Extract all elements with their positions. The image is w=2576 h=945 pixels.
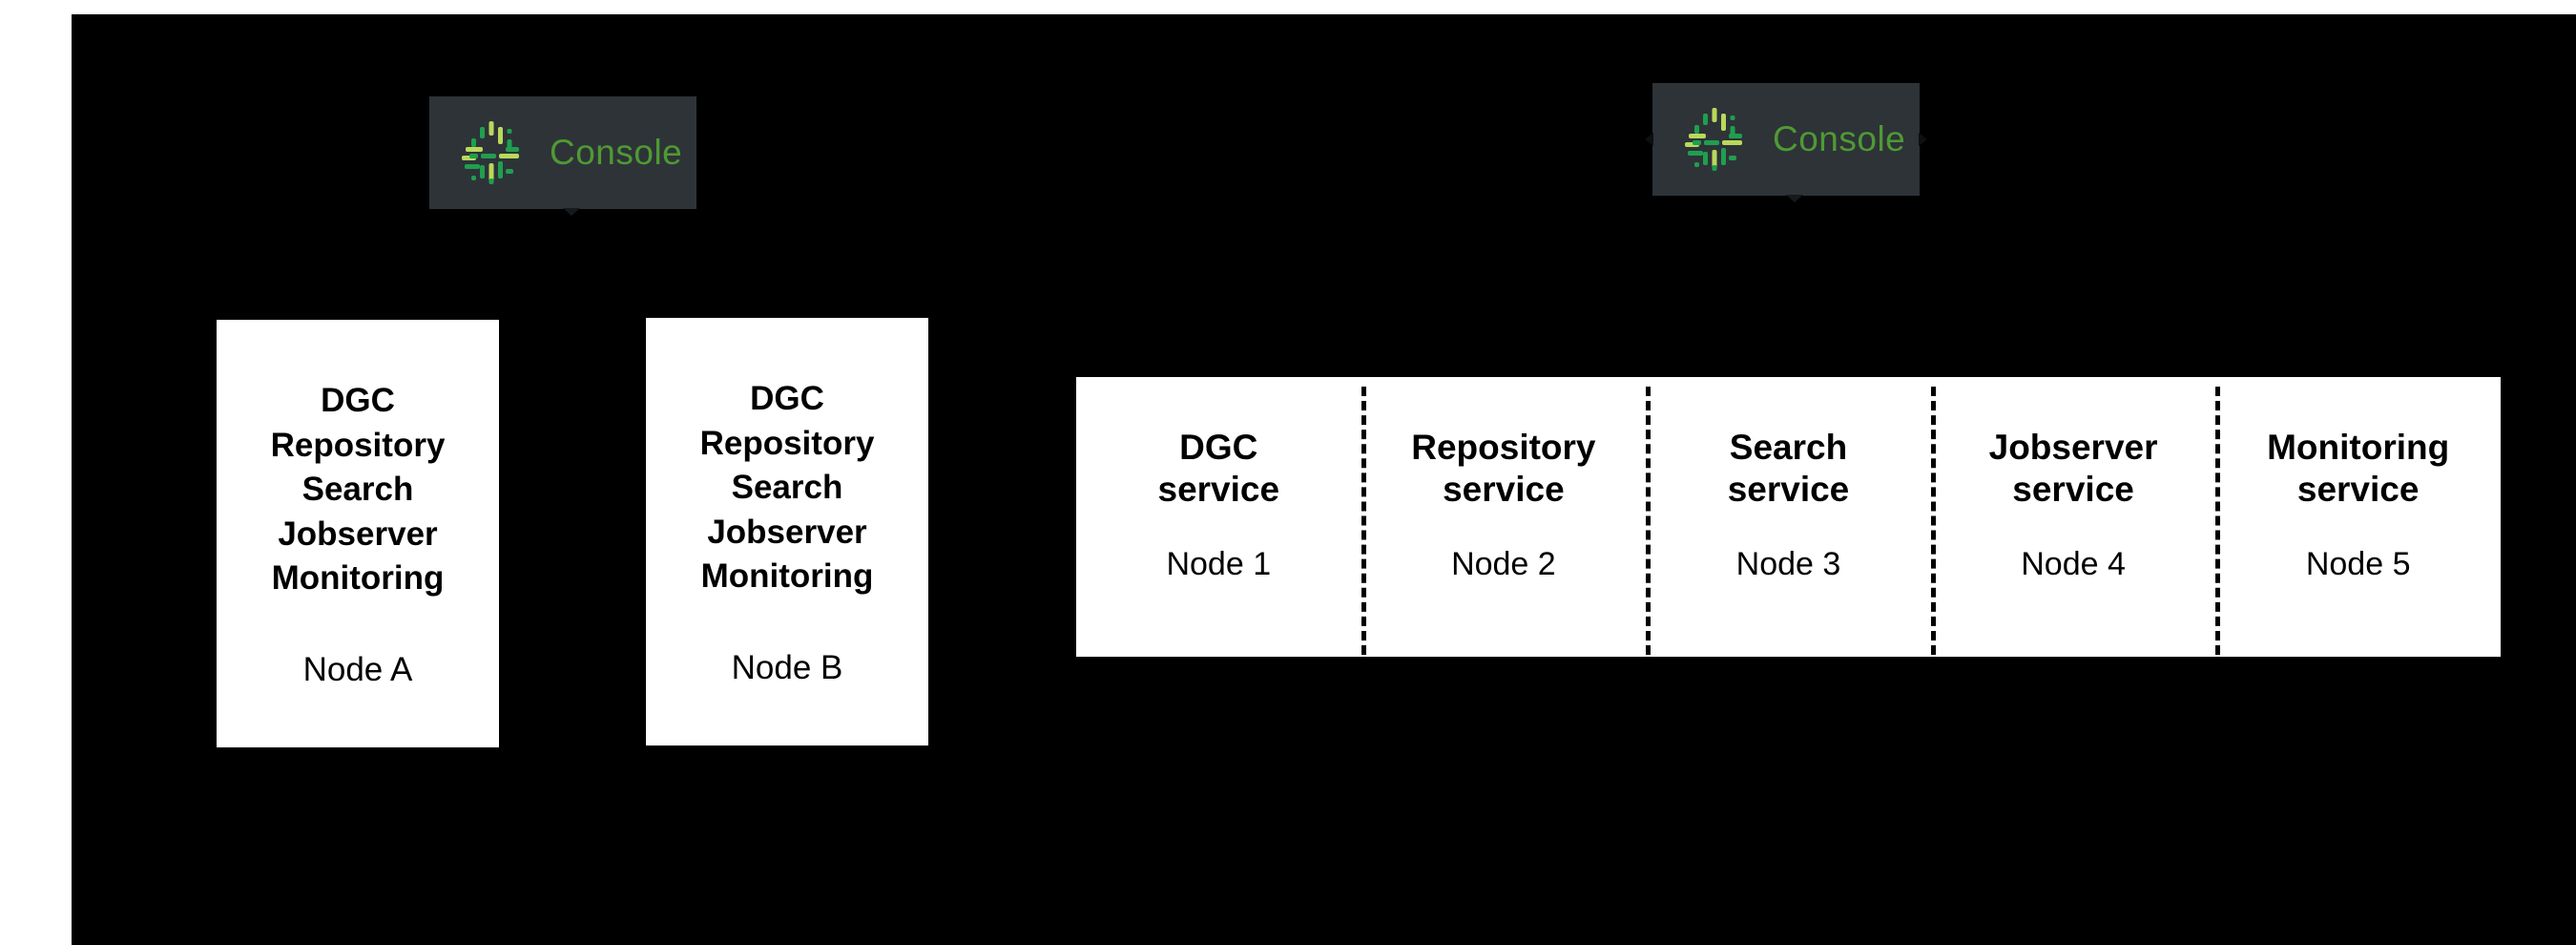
strip-cell-node-2[interactable]: Repository service Node 2 [1361, 377, 1647, 657]
node-label: Node B [731, 648, 843, 686]
service-list: DGC Repository Search Jobserver Monitori… [271, 379, 446, 601]
service-item: Repository [699, 424, 875, 462]
service-list: DGC Repository Search Jobserver Monitori… [700, 377, 875, 599]
badge-pointer-bottom-icon [563, 208, 580, 216]
service-item: Repository [270, 426, 446, 464]
strip-cell-node-1[interactable]: DGC service Node 1 [1076, 377, 1361, 657]
service-item: Jobserver [707, 513, 867, 551]
console-badge-label: Console [1773, 119, 1906, 158]
service-item: DGC [750, 380, 824, 417]
strip-service-label: Search service [1727, 428, 1850, 510]
strip-service-label: DGC service [1157, 428, 1280, 510]
node-box-a[interactable]: DGC Repository Search Jobserver Monitori… [217, 320, 499, 747]
strip-cell-node-5[interactable]: Monitoring service Node 5 [2215, 377, 2501, 657]
service-item: DGC [321, 382, 395, 419]
console-badge-right[interactable]: Console [1645, 83, 1927, 202]
strip-node-label: Node 4 [2021, 545, 2126, 582]
console-badge-left[interactable]: Console [429, 96, 696, 216]
strip-node-label: Node 5 [2305, 545, 2411, 582]
service-item: Search [301, 471, 414, 509]
service-item: Monitoring [700, 557, 874, 596]
strip-node-label: Node 1 [1166, 545, 1272, 582]
strip-cell-node-4[interactable]: Jobserver service Node 4 [1930, 377, 2216, 657]
diagram-surface: Console [72, 14, 2576, 945]
badge-pointer-bottom-icon [1786, 195, 1803, 202]
console-burst-icon [1679, 104, 1750, 175]
strip-node-label: Node 2 [1451, 545, 1556, 582]
service-item: Monitoring [271, 559, 445, 598]
strip-service-label: Monitoring service [2267, 428, 2450, 510]
node-box-b[interactable]: DGC Repository Search Jobserver Monitori… [646, 318, 928, 746]
strip-node-label: Node 3 [1735, 545, 1841, 582]
console-burst-icon [456, 117, 527, 188]
badge-pointer-left-icon [1645, 133, 1653, 146]
service-item: Jobserver [278, 514, 438, 553]
node-label: Node A [302, 650, 413, 688]
strip-service-label: Repository service [1411, 428, 1596, 510]
strip-cell-node-3[interactable]: Search service Node 3 [1646, 377, 1931, 657]
badge-pointer-right-icon [1919, 133, 1927, 146]
service-strip: DGC service Node 1 Repository service No… [1076, 377, 2501, 657]
console-badge-label: Console [550, 133, 683, 172]
strip-service-label: Jobserver service [1988, 428, 2158, 510]
service-item: Search [731, 469, 843, 507]
